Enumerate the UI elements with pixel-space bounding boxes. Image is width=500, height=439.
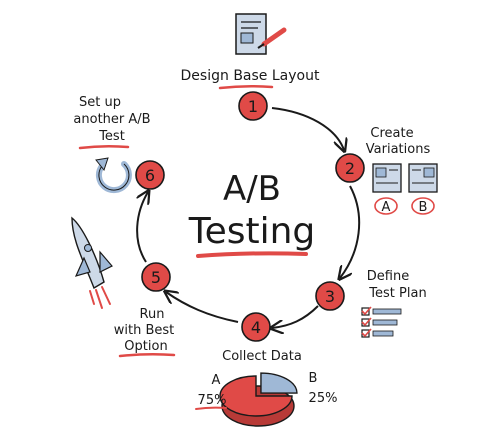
arrow-2-to-3 [340,185,361,278]
step-5-label-line-3: Option [124,339,167,354]
step-2-label-line-1: Create [370,126,413,141]
step-1: Design Base Layout 1 [181,13,320,121]
layout-sketch-icon [235,13,287,55]
checklist-icon [361,306,402,338]
pie-slice-b [260,372,298,394]
step-2-number: 2 [345,159,355,178]
step-3-number: 3 [325,287,335,306]
step-3: Define Test Plan 3 [315,269,427,338]
arrow-3-to-4 [272,305,319,328]
step-4-label: Collect Data [222,349,302,364]
repeat-icon [95,157,132,194]
step-2-badge [335,153,365,183]
title-line-1: A/B [223,169,281,209]
title-underline [196,251,308,258]
step-1-label: Design Base Layout [181,68,320,84]
step-6: Set up another A/B Test 6 [73,95,165,194]
step-4-number: 4 [251,318,261,337]
step-3-label-line-1: Define [367,269,409,284]
variation-b-label: B [419,200,428,215]
step-6-badge [135,160,165,190]
step-3-badge [315,281,345,311]
pie-a-label: A [212,373,221,388]
arrow-4-to-5 [166,292,239,323]
step-4: 4 Collect Data A 75% B 25% [195,312,338,427]
pie-chart-icon [219,372,298,427]
step-2-label-line-2: Variations [366,142,431,157]
step-5-badge [141,262,171,292]
step-5: 5 Run with Best Option [71,216,176,358]
step-1-badge [238,91,268,121]
step-5-label-line-1: Run [140,307,165,322]
step-4-badge [241,312,271,342]
arrow-1-to-2 [271,107,344,150]
pie-a-value: 75% [198,393,227,408]
pie-b-label: B [309,371,318,386]
step-6-label-line-2: another A/B [73,112,150,127]
pie-b-value: 25% [309,391,338,406]
step-5-number: 5 [151,268,161,287]
step-6-label-line-3: Test [98,129,125,144]
step-5-label-line-2: with Best [114,323,175,338]
rocket-icon [71,216,113,309]
title-line-2: Testing [188,211,316,252]
pie-slice-a [219,375,293,417]
step-6-label-line-1: Set up [79,95,121,110]
variations-icon [372,163,438,215]
step-2: Create Variations 2 A B [335,126,438,215]
step-1-number: 1 [248,97,258,116]
variation-a-label: A [382,200,391,215]
step-6-number: 6 [145,166,155,185]
step-3-label-line-2: Test Plan [368,286,426,301]
arrow-5-to-6 [136,192,148,263]
